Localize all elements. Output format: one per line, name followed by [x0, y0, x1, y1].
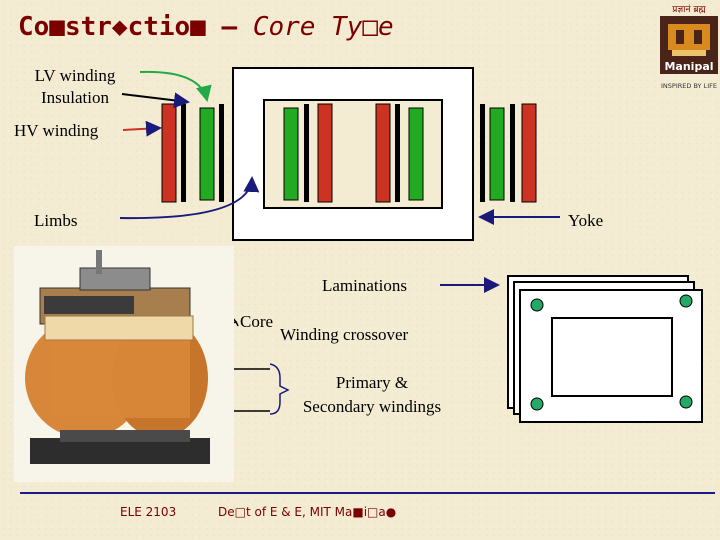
- hv-winding-label: HV winding: [14, 121, 98, 141]
- secondary-label: Secondary windings: [282, 397, 462, 417]
- primary-label: Primary &: [282, 373, 462, 393]
- laminations-label: Laminations: [322, 276, 407, 296]
- core-label: Core: [240, 312, 273, 332]
- limbs-label: Limbs: [34, 211, 77, 231]
- insulation-arrow: [122, 94, 188, 102]
- lv-winding-label: LV winding: [22, 66, 128, 86]
- footer-department: De□t of E & E, MIT Ma■i□a●: [218, 505, 396, 519]
- yoke-label: Yoke: [568, 211, 603, 231]
- lv-winding-arrow: [140, 72, 207, 100]
- transformer-photo: [14, 246, 234, 482]
- winding-crossover-label: Winding crossover: [280, 325, 408, 345]
- footer-course: ELE 2103: [120, 505, 176, 519]
- insulation-label: Insulation: [22, 88, 128, 108]
- laminations-stack: [508, 276, 702, 422]
- footer-divider: [20, 492, 715, 494]
- hv-winding-arrow: [123, 128, 160, 130]
